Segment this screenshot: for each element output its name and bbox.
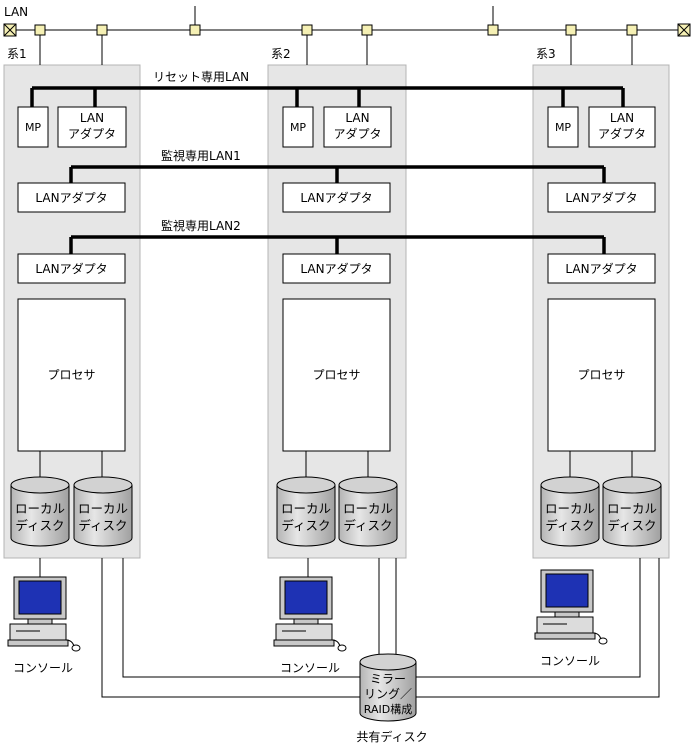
mp-lan-adapter-line1: LAN: [610, 111, 634, 125]
local-disk-line1: ローカル: [607, 501, 657, 516]
local-disk-line2: ディスク: [545, 518, 594, 533]
local-disk-3b: ローカル ディスク: [602, 476, 662, 547]
system-1-label: 系1: [7, 47, 27, 61]
console-1-label: コンソール: [13, 661, 73, 675]
lan-adapter-2-label: LANアダプタ: [35, 261, 107, 276]
mp-lan-adapter-line1: LAN: [80, 111, 104, 125]
console-1-pc-icon: [7, 576, 81, 652]
mp-lan-adapter-box: [57, 106, 127, 148]
system-3-components: MP LAN アダプタ LANアダプタ LANアダプタ プロセサ: [547, 106, 656, 478]
local-disk-2b: ローカル ディスク: [338, 476, 398, 547]
shared-disk-label: 共有ディスク: [356, 729, 427, 744]
console-3-label: コンソール: [540, 654, 600, 668]
lan-adapter-2-box: [17, 253, 126, 284]
processor-label: プロセサ: [312, 368, 360, 382]
processor-label: プロセサ: [47, 368, 95, 382]
local-disk-3a: ローカル ディスク: [540, 476, 600, 547]
shared-disk-links: [39, 558, 660, 698]
system-2-label: 系2: [271, 47, 291, 61]
mp-label: MP: [555, 121, 571, 134]
local-disk-line1: ローカル: [343, 501, 393, 516]
lan-nodes: [34, 24, 638, 36]
lan-adapter-1-box: [17, 182, 126, 213]
local-disk-line2: ディスク: [281, 518, 330, 533]
mp-lan-adapter-line1: LAN: [345, 111, 369, 125]
local-disk-line1: ローカル: [15, 501, 65, 516]
local-disk-2a: ローカル ディスク: [276, 476, 336, 547]
monitor-lan2-label: 監視専用LAN2: [161, 218, 241, 233]
lan-adapter-2-label: LANアダプタ: [300, 261, 372, 276]
lan-adapter-1-box: [547, 182, 656, 213]
shared-disk-line3: RAID構成: [364, 703, 412, 716]
mp-lan-adapter-line2: アダプタ: [68, 126, 116, 141]
lan-adapter-1-label: LANアダプタ: [35, 190, 107, 205]
lan-adapter-2-label: LANアダプタ: [565, 261, 637, 276]
local-disk-1a: ローカル ディスク: [10, 476, 70, 547]
mp-lan-adapter-box: [323, 106, 392, 148]
local-disk-line1: ローカル: [281, 501, 331, 516]
mp-lan-adapter-line2: アダプタ: [333, 126, 381, 141]
local-disk-line2: ディスク: [607, 518, 656, 533]
system-3-label: 系3: [536, 47, 556, 61]
console-3-pc-icon: [534, 569, 608, 645]
processor-box: [547, 298, 656, 452]
local-disk-line2: ディスク: [15, 518, 64, 533]
lan-adapter-1-box: [282, 182, 391, 213]
console-2-pc-icon: [273, 576, 347, 652]
processor-label: プロセサ: [577, 368, 625, 382]
mp-box: [282, 106, 314, 148]
lan-label: LAN: [4, 5, 28, 19]
local-disk-line2: ディスク: [78, 518, 127, 533]
shared-disk-line1: ミラー: [370, 672, 406, 686]
mp-box: [547, 106, 579, 148]
mp-lan-adapter-box: [588, 106, 656, 148]
lan-terminator-left: [3, 23, 17, 37]
reset-lan-label: リセット専用LAN: [153, 70, 249, 84]
lan-adapter-1-label: LANアダプタ: [300, 190, 372, 205]
monitor-lan1-line: [69, 165, 606, 183]
system-1-components: MP LAN アダプタ LANアダプタ LANアダプタ プロセサ: [17, 106, 127, 478]
shared-disk-line2: リング／: [364, 687, 412, 701]
local-disk-line1: ローカル: [78, 501, 128, 516]
lan-adapter-1-label: LANアダプタ: [565, 190, 637, 205]
console-2-label: コンソール: [280, 661, 340, 675]
local-disk-line1: ローカル: [545, 501, 595, 516]
shared-disk: ミラー リング／ RAID構成: [359, 653, 417, 722]
processor-box: [282, 298, 391, 452]
monitor-lan2-line: [69, 235, 606, 254]
lan-adapter-2-box: [547, 253, 656, 284]
mp-lan-adapter-line2: アダプタ: [598, 126, 646, 141]
reset-lan-line: [30, 86, 625, 107]
processor-box: [17, 298, 126, 452]
local-disk-line2: ディスク: [343, 518, 392, 533]
lan-bus: [10, 6, 684, 65]
mp-box: [17, 106, 49, 148]
mp-label: MP: [290, 121, 306, 134]
local-disk-1b: ローカル ディスク: [73, 476, 133, 547]
monitor-lan1-label: 監視専用LAN1: [161, 148, 241, 163]
lan-terminator-right: [677, 23, 691, 37]
system-2-components: MP LAN アダプタ LANアダプタ LANアダプタ プロセサ: [282, 106, 392, 478]
lan-adapter-2-box: [282, 253, 391, 284]
mp-label: MP: [25, 121, 41, 134]
